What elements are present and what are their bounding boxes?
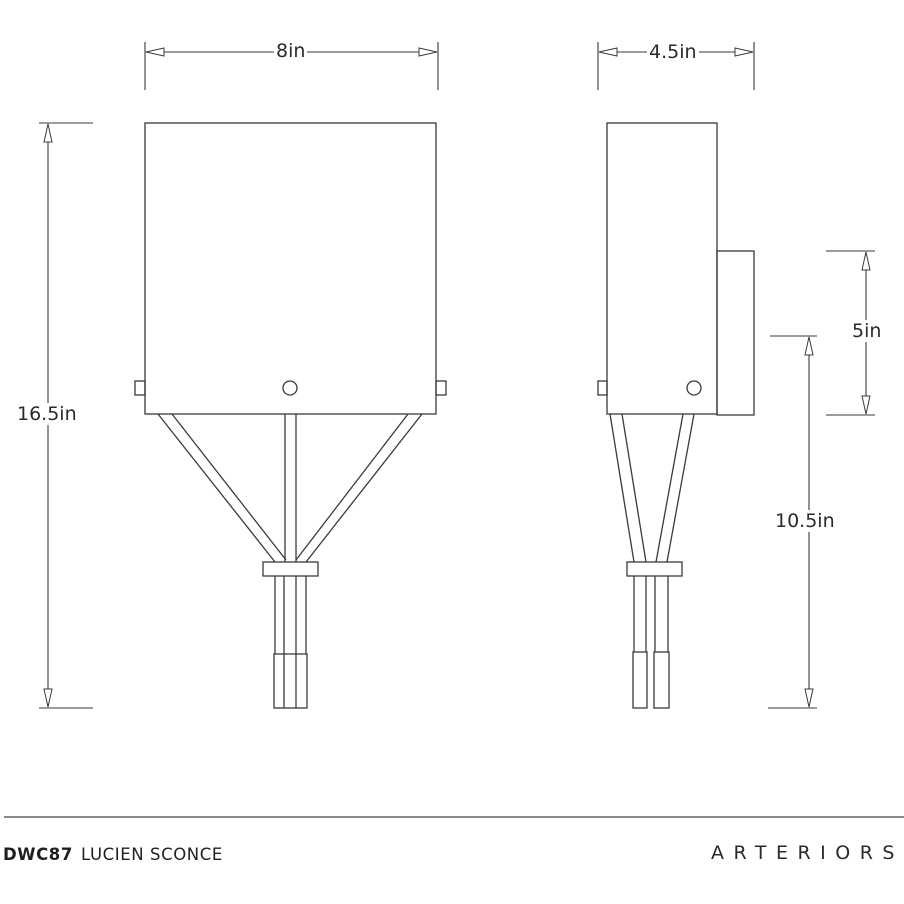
front-bottom-block: [273, 653, 308, 709]
product-code: DWC87: [3, 845, 73, 864]
side-bottom-block-right: [653, 651, 670, 709]
side-shade: [606, 122, 718, 415]
front-right-knob: [435, 380, 447, 396]
depth-dimension-label: 4.5in: [647, 41, 699, 63]
side-collar: [626, 561, 683, 577]
front-screw-icon: [282, 380, 298, 396]
backplate-dimension-label: 5in: [850, 320, 884, 342]
product-name: LUCIEN SCONCE: [80, 845, 223, 864]
brand-logo: ARTERIORS: [711, 842, 904, 864]
side-knob: [597, 380, 608, 396]
mount-height-dimension-label: 10.5in: [773, 510, 837, 532]
height-dimension-label: 16.5in: [15, 403, 79, 425]
side-screw-icon: [686, 380, 702, 396]
footer-divider: [4, 816, 904, 818]
front-view: [134, 122, 447, 709]
front-left-knob: [134, 380, 146, 396]
side-backplate: [716, 250, 755, 416]
side-view: [597, 122, 755, 709]
front-collar: [262, 561, 319, 577]
width-dimension-label: 8in: [274, 40, 308, 62]
front-shade: [144, 122, 437, 415]
side-bottom-block-left: [632, 651, 648, 709]
product-title: DWC87 LUCIEN SCONCE: [3, 845, 223, 864]
